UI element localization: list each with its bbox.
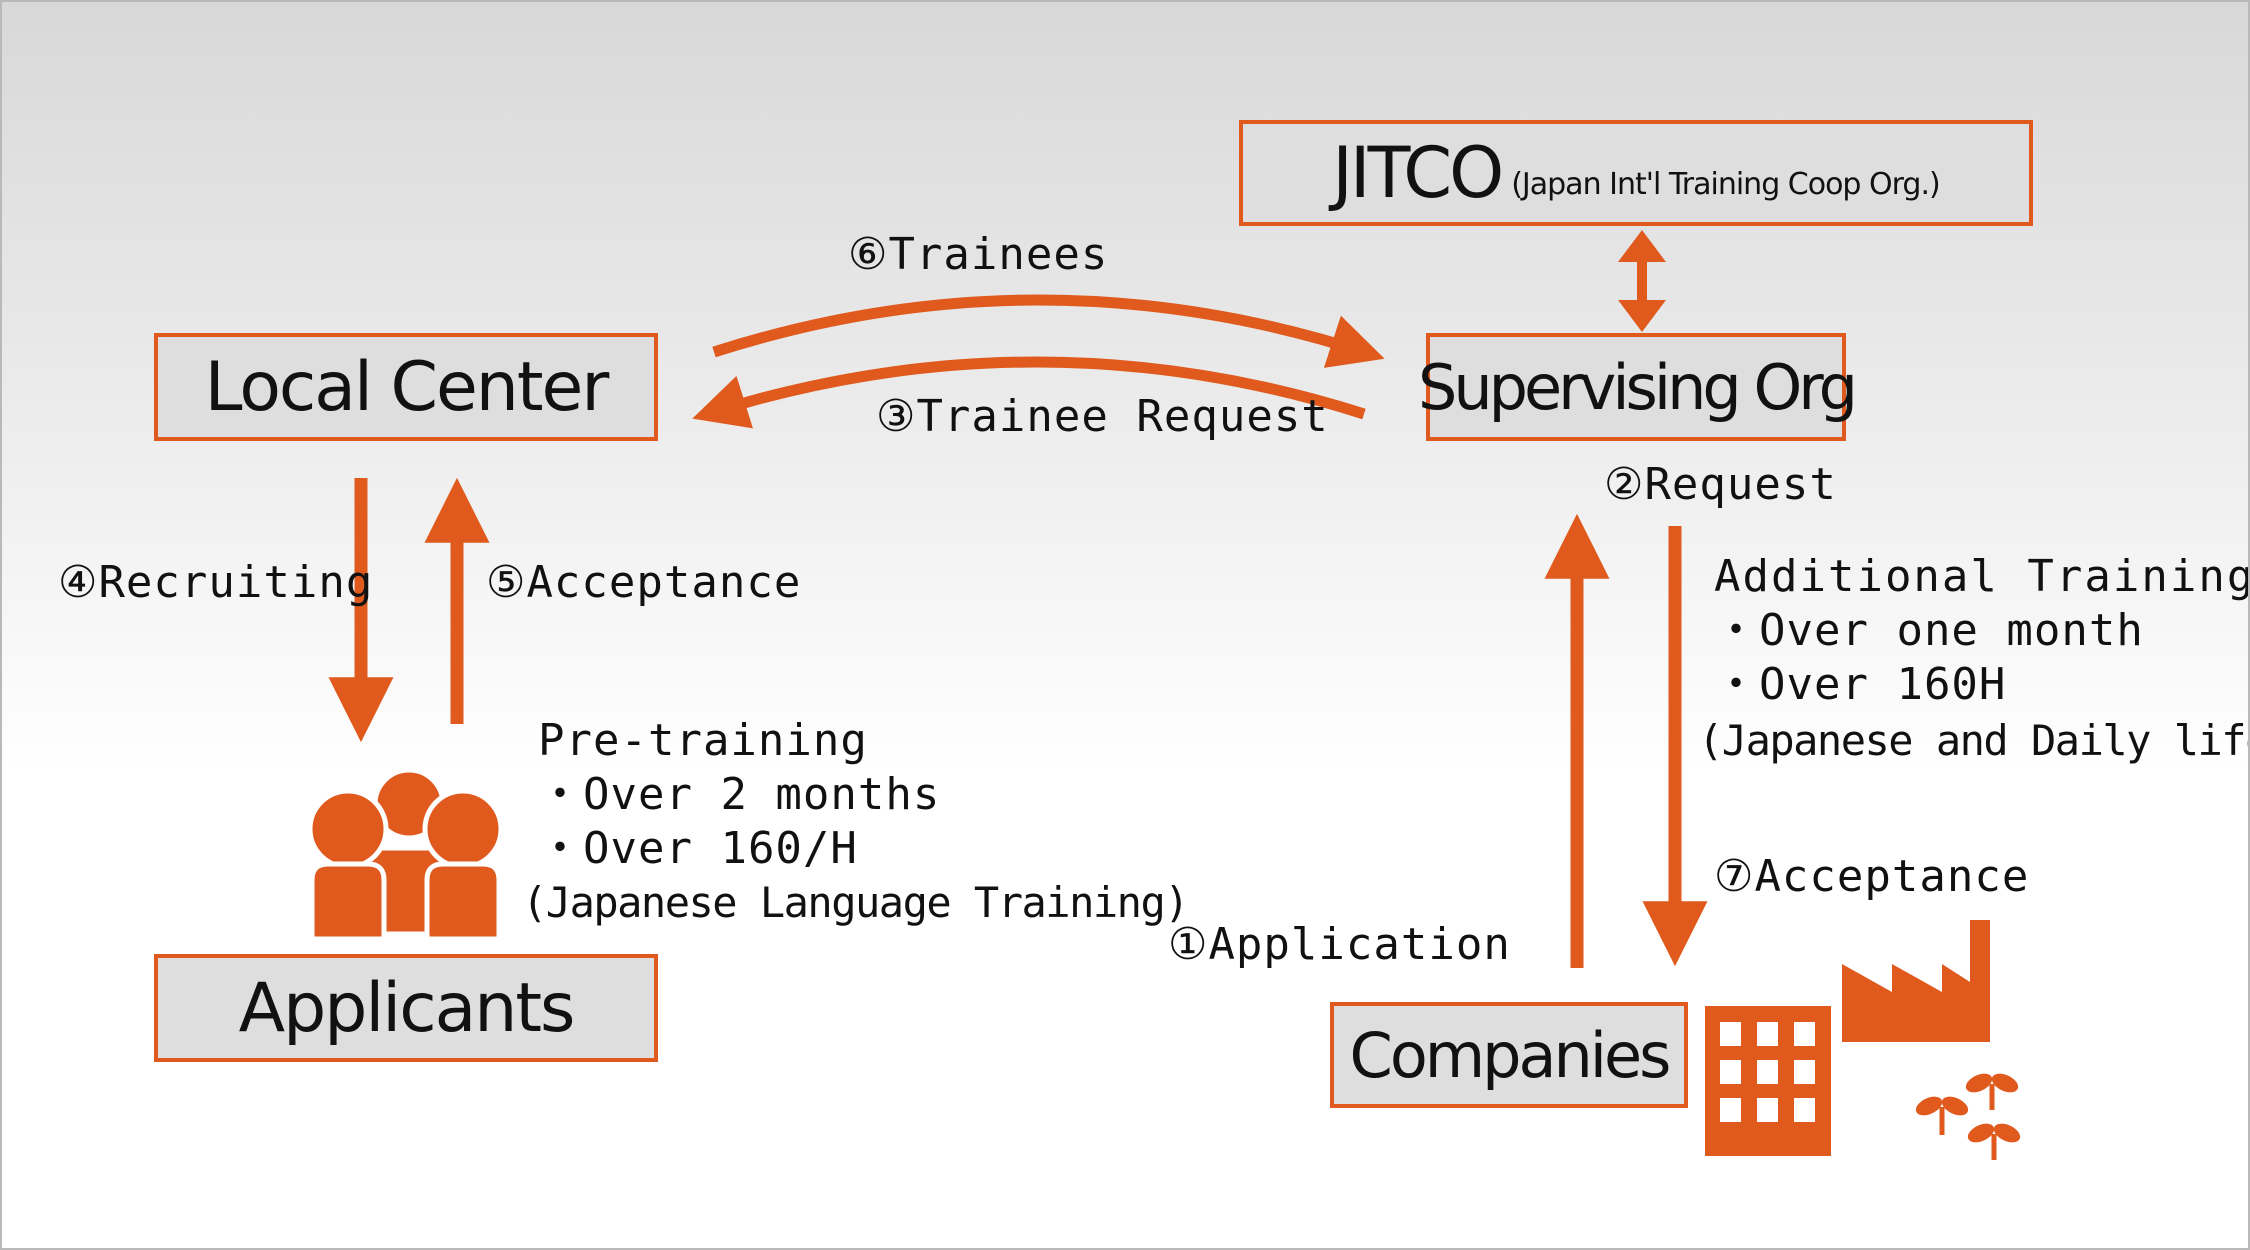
pre-training-line-1: ・Over 2 months <box>538 769 941 820</box>
applicants-box: Applicants <box>154 954 658 1062</box>
pre-training-title: Pre-training <box>538 715 868 766</box>
acceptance-7-label: ⑦Acceptance <box>1714 851 2030 902</box>
additional-training-note: (Japanese and Daily life) <box>1698 716 2250 765</box>
office-building-icon <box>1705 1006 1831 1156</box>
companies-box: Companies <box>1330 1002 1688 1108</box>
trainees-label: ⑥Trainees <box>848 229 1109 280</box>
trainee-request-arrow <box>692 356 1366 429</box>
pre-training-line-2: ・Over 160/H <box>538 823 858 874</box>
supervising-org-box: Supervising Org <box>1418 333 1858 441</box>
trainees-arrow <box>712 294 1385 368</box>
application-label: ①Application <box>1168 919 1511 970</box>
jitco-subtitle: (Japan Int'l Training Coop Org.) <box>1511 166 1941 202</box>
applicants-label: Applicants <box>238 968 576 1048</box>
additional-training-line-2: ・Over 160H <box>1714 659 2007 710</box>
people-icon <box>307 767 504 942</box>
supervising-org-label: Supervising Org <box>1418 350 1858 424</box>
sprout-icon <box>1915 1073 2021 1160</box>
local-center-label: Local Center <box>204 347 610 427</box>
acceptance-5-label: ⑤Acceptance <box>486 557 802 608</box>
request-label: ②Request <box>1604 459 1837 510</box>
jitco-title: JITCO <box>1332 132 1504 214</box>
factory-icon <box>1842 920 1990 1042</box>
jitco-supervising-double-arrow <box>1618 230 1666 332</box>
recruiting-label: ④Recruiting <box>58 557 374 608</box>
local-center-box: Local Center <box>154 333 658 441</box>
jitco-box: JITCO (Japan Int'l Training Coop Org.) <box>1239 120 2033 226</box>
additional-training-line-1: ・Over one month <box>1714 605 2144 656</box>
companies-label: Companies <box>1349 1018 1672 1092</box>
additional-training-title: Additional Training <box>1714 551 2250 602</box>
pre-training-note: (Japanese Language Training) <box>522 878 1190 927</box>
trainee-request-label: ③Trainee Request <box>876 391 1329 442</box>
